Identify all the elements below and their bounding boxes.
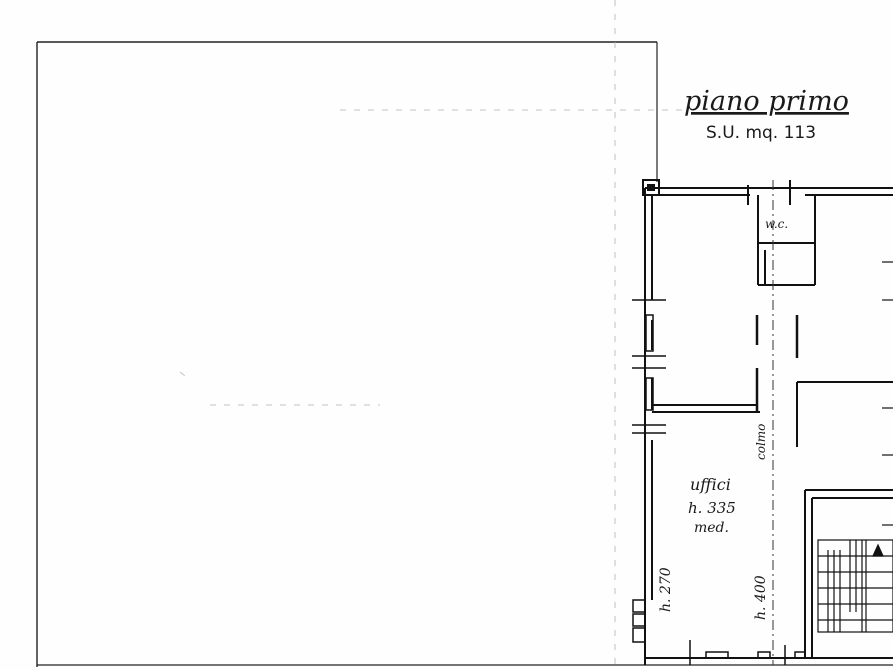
- right-rooms: [796, 381, 893, 658]
- column-label: colmo: [754, 424, 768, 460]
- corner-column: [642, 179, 660, 196]
- corridor-jambs: [755, 315, 799, 412]
- height-average-suffix: med.: [694, 520, 729, 536]
- wc-label: w.c.: [765, 217, 788, 231]
- wc-block: [747, 180, 816, 286]
- right-edge-ticks: [882, 261, 893, 526]
- surface-note: S.U. mq. 113: [706, 123, 816, 143]
- height-average-label: h. 335: [688, 499, 736, 517]
- floor-title: piano primo: [684, 86, 849, 117]
- bottom-wall-ticks: [689, 640, 806, 665]
- height-right-label: h. 400: [753, 575, 769, 620]
- staircase: [817, 539, 893, 633]
- window-marks: [632, 299, 666, 434]
- bottom-left-columns: [632, 599, 646, 643]
- office-partition: [652, 404, 760, 413]
- height-left-label: h. 270: [658, 567, 674, 612]
- office-label: uffici: [690, 475, 731, 494]
- blank-frame: [36, 41, 893, 667]
- faint-guide-lines: [179, 0, 690, 665]
